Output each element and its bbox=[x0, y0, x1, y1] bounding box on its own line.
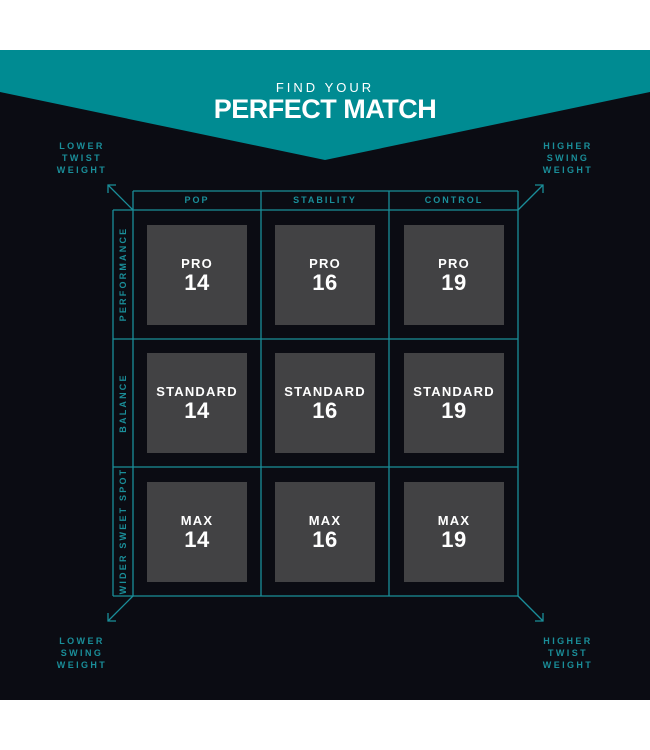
cell-tier: STANDARD bbox=[284, 383, 366, 399]
cell-number: 16 bbox=[312, 397, 338, 423]
corner-line: SWING bbox=[60, 648, 104, 658]
row-header-wider-sweet-spot: WIDER SWEET SPOT bbox=[118, 467, 128, 595]
corner-line: WEIGHT bbox=[56, 165, 108, 175]
grid-lines bbox=[107, 184, 544, 622]
corner-line: LOWER bbox=[59, 141, 105, 151]
racket-cell-max-19: MAX 19 bbox=[404, 482, 504, 582]
racket-cell-pro-16: PRO 16 bbox=[275, 225, 375, 325]
cell-number: 19 bbox=[441, 397, 467, 423]
teal-banner bbox=[0, 50, 650, 160]
corner-line: WEIGHT bbox=[56, 660, 108, 670]
row-header-balance: BALANCE bbox=[118, 373, 128, 433]
racket-cell-pro-19: PRO 19 bbox=[404, 225, 504, 325]
banner-subtitle: FIND YOUR bbox=[275, 80, 375, 95]
cell-number: 14 bbox=[184, 269, 210, 295]
corner-label-bottom-right: HIGHER TWIST WEIGHT bbox=[528, 635, 608, 671]
column-header-stability: STABILITY bbox=[293, 195, 357, 205]
corner-line: TWIST bbox=[548, 648, 588, 658]
racket-cell-max-14: MAX 14 bbox=[147, 482, 247, 582]
cell-tier: PRO bbox=[438, 255, 470, 271]
cell-number: 16 bbox=[312, 526, 338, 552]
racket-cell-pro-14: PRO 14 bbox=[147, 225, 247, 325]
corner-label-top-left: LOWER TWIST WEIGHT bbox=[42, 140, 122, 176]
cell-tier: MAX bbox=[437, 512, 471, 528]
corner-label-bottom-left: LOWER SWING WEIGHT bbox=[42, 635, 122, 671]
cell-tier: STANDARD bbox=[156, 383, 238, 399]
cell-tier: PRO bbox=[309, 255, 341, 271]
corner-line: SWING bbox=[546, 153, 590, 163]
cell-tier: MAX bbox=[180, 512, 214, 528]
racket-cell-standard-19: STANDARD 19 bbox=[404, 353, 504, 453]
corner-line: WEIGHT bbox=[542, 165, 594, 175]
cell-number: 14 bbox=[184, 397, 210, 423]
column-header-control: CONTROL bbox=[424, 195, 484, 205]
corner-line: TWIST bbox=[62, 153, 102, 163]
column-header-pop: POP bbox=[184, 195, 210, 205]
corner-line: WEIGHT bbox=[542, 660, 594, 670]
racket-cell-standard-16: STANDARD 16 bbox=[275, 353, 375, 453]
racket-cell-max-16: MAX 16 bbox=[275, 482, 375, 582]
cell-number: 19 bbox=[441, 526, 467, 552]
row-header-performance: PERFORMANCE bbox=[118, 226, 128, 322]
cell-tier: MAX bbox=[308, 512, 342, 528]
banner-title: PERFECT MATCH bbox=[213, 94, 437, 124]
cell-number: 19 bbox=[441, 269, 467, 295]
corner-line: HIGHER bbox=[543, 636, 593, 646]
cell-number: 16 bbox=[312, 269, 338, 295]
cell-tier: PRO bbox=[181, 255, 213, 271]
corner-label-top-right: HIGHER SWING WEIGHT bbox=[528, 140, 608, 176]
corner-line: LOWER bbox=[59, 636, 105, 646]
corner-line: HIGHER bbox=[543, 141, 593, 151]
cell-number: 14 bbox=[184, 526, 210, 552]
racket-cell-standard-14: STANDARD 14 bbox=[147, 353, 247, 453]
cell-tier: STANDARD bbox=[413, 383, 495, 399]
match-chart-panel: FIND YOUR PERFECT MATCH LOWER TWIST WEIG… bbox=[0, 50, 650, 700]
